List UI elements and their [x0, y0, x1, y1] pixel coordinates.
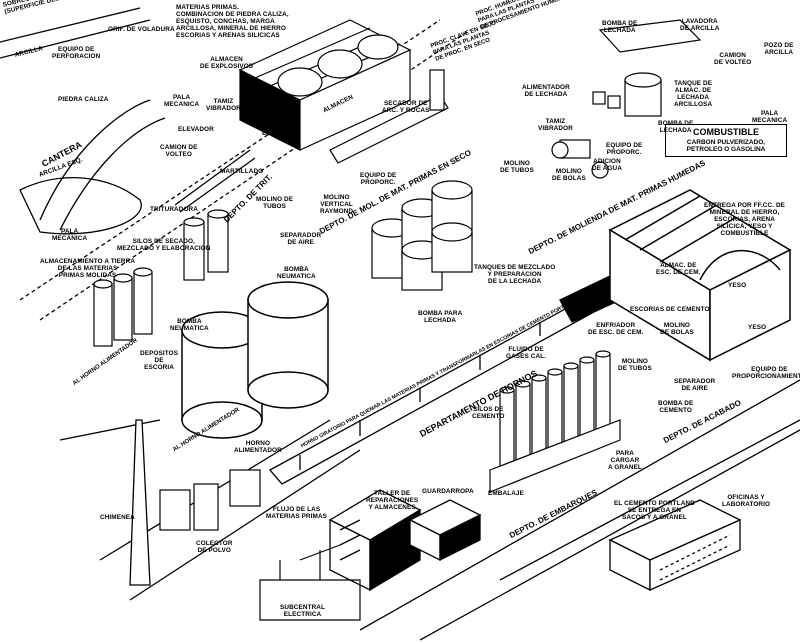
guardarropa-building [408, 499, 482, 562]
label-secador: Secador de arc. y rocas [382, 100, 430, 114]
chimney [129, 419, 151, 586]
label-colector-polvo: Colector de polvo [196, 540, 233, 554]
almacen-building [238, 19, 412, 151]
label-molino-vertical: Molino vertical Raymond [320, 194, 354, 215]
label-cemento-entrega: El cemento portland se entrega en sacos … [614, 500, 695, 521]
label-lavadora-arcilla: Lavadora de arcilla [680, 18, 720, 32]
label-molino-tubos-3: Molino de tubos [618, 358, 652, 372]
label-pala-mecanica-1: Pala mecanica [164, 94, 200, 108]
label-subcentral: Subcentral electrica [280, 604, 326, 618]
label-yeso-2: Yeso [748, 324, 767, 331]
label-silos-cemento: Silos de cemento [472, 406, 505, 420]
label-alimentador-lechada: Alimentador de lechada [522, 84, 570, 98]
label-almac-esc: Almac. de esc. de cem. [656, 262, 701, 276]
fuel-title: Combustible [693, 127, 759, 137]
mixing-tanks [371, 180, 473, 291]
label-escorias-cemento: Escorias de cemento [630, 306, 710, 313]
label-entrega-ffcc: Entrega por FF.CC. de mineral de hierro,… [704, 202, 786, 237]
label-materias-primas: Materias primas. Combinacion de piedra c… [176, 4, 289, 39]
label-adicion-agua: Adicion de agua [592, 158, 622, 172]
quarry-pit [19, 177, 142, 235]
quarry-path [39, 99, 166, 231]
label-guardarropa: Guardarropa [422, 488, 474, 495]
label-embalaje: Embalaje [488, 490, 524, 497]
label-bomba-lechada-2: Bomba de lechada [602, 20, 638, 34]
label-almacen-explosivos: Almacen de explosivos [200, 56, 254, 70]
label-tanque-almac: Tanque de almac. de lechada arcillosa [674, 80, 713, 108]
label-equipo-proporcionamiento: Equipo de proporcionamiento [732, 366, 800, 380]
dust-collector [159, 469, 261, 531]
label-silos-secado: Silos de secado, mezclado y elaboracion [117, 238, 211, 252]
label-taller: Taller de reparaciones y almacenes [366, 490, 419, 511]
label-elevador-2: Elevador [262, 130, 298, 137]
label-separador-aire-2: Separador de aire [674, 378, 716, 392]
dry-silos [93, 209, 229, 347]
office-building [608, 499, 742, 592]
label-fluido-gases: Fluido de gases cal. [506, 346, 547, 360]
label-equipo-perforacion: Equipo de perforacion [52, 46, 101, 60]
clinker-storage [608, 189, 792, 362]
label-pala-mecanica-3: Pala mecanica [752, 110, 788, 124]
conveyor [174, 149, 256, 213]
label-flujo-materias: Flujo de las materias primas [266, 506, 328, 520]
label-camion-volteo-2: Camion de volteo [714, 52, 752, 66]
substation [259, 544, 361, 621]
road [0, 7, 151, 59]
slag-tanks [181, 281, 329, 439]
label-molino-tubos-1: Molino de tubos [256, 196, 294, 210]
label-orif-voladura: Orif. de voladura [108, 26, 175, 33]
label-piedra-caliza: Piedra caliza [58, 96, 109, 103]
cement-silos [489, 350, 621, 493]
fuel-text: Carbon pulverizado, petroleo o gasolina [686, 139, 766, 153]
label-horno-alimentador: Horno alimentador [234, 440, 282, 454]
label-camion-volteo-1: Camion de volteo [160, 144, 198, 158]
label-bomba-neumatica-1: Bomba neumatica [277, 266, 316, 280]
label-molino-bolas-1: Molino de bolas [552, 168, 586, 182]
road [499, 419, 800, 581]
label-oficinas: Oficinas y laboratorio [722, 494, 771, 508]
label-almacenamiento-tierra: Almacenamiento a tierra de las materias … [40, 258, 136, 279]
wet-process-equipment [551, 19, 702, 179]
label-bomba-neumatica-2: Bomba neumatica [170, 318, 209, 332]
label-yeso-1: Yeso [728, 282, 747, 289]
label-tanques-mezclado: Tanques de mezclado y preparacion de la … [474, 264, 556, 285]
workshop-building [328, 489, 422, 592]
label-pala-mecanica-2: Pala mecanica [52, 228, 88, 242]
label-chimenea: Chimenea [100, 514, 135, 521]
label-separador-aire-1: Separador de aire [280, 232, 322, 246]
label-pozo-arcilla: Pozo de arcilla [764, 42, 794, 56]
label-molino-bolas-2: Molino de bolas [660, 322, 694, 336]
label-elevador-1: Elevador [178, 126, 214, 133]
label-equipo-proporcion-1: Equipo de proporc. [360, 172, 397, 186]
label-bomba-lechada-3: Bomba de lechada [658, 120, 694, 134]
rotary-dryer [329, 69, 449, 164]
label-molino-tubos-2: Molino de tubos [500, 160, 534, 174]
label-equipo-proporcion-2: Equipo de proporc. [606, 142, 643, 156]
label-tamiz-vibrador-2: Tamiz vibrador [538, 118, 573, 132]
road [359, 379, 800, 641]
label-para-cargar: Para cargar a granel [608, 450, 642, 471]
label-enfriador: Enfriador de esc. de cem. [588, 322, 644, 336]
label-bomba-lechada-1: Bomba para lechada [418, 310, 463, 324]
label-tamiz-vibrador-1: Tamiz vibrador [206, 98, 241, 112]
label-martillado: Martillado [220, 168, 264, 175]
label-depositos-escoria: Depositos de escoria [140, 350, 179, 371]
fuel-box: Combustible Carbon pulverizado, petroleo… [665, 124, 787, 157]
label-trituradora: Trituradora [150, 206, 198, 213]
label-bomba-cemento: Bomba de cemento [658, 400, 694, 414]
